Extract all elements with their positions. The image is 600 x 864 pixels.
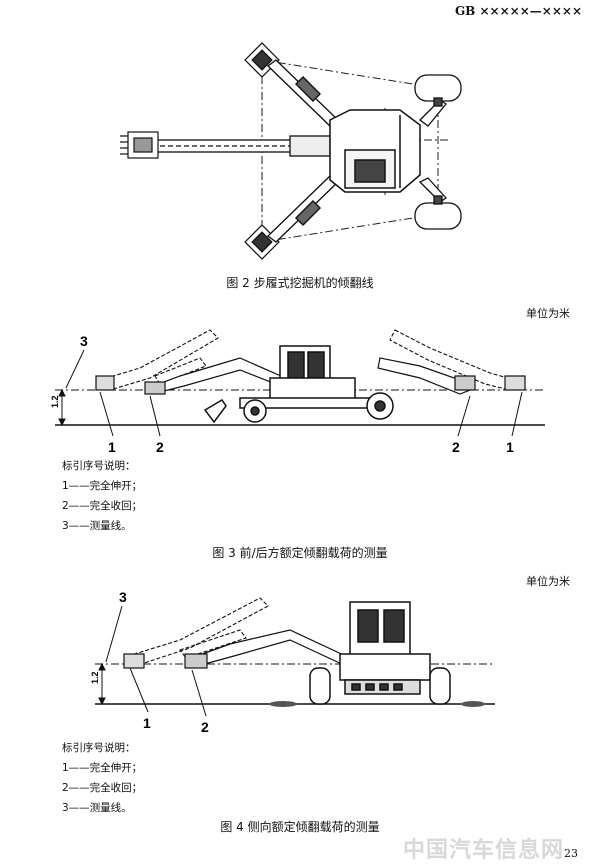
legend-item: 2——完全收回； bbox=[62, 500, 143, 512]
callout-2: 2 bbox=[201, 719, 209, 735]
page-number: 23 bbox=[564, 847, 578, 860]
figure-4-side-view: 1.2 3 1 2 bbox=[90, 589, 495, 735]
callout-1-right: 1 bbox=[506, 439, 514, 455]
callout-3: 3 bbox=[119, 589, 127, 605]
figure-2-caption: 图 2 步履式挖掘机的倾翻线 bbox=[226, 276, 374, 290]
callout-2-right: 2 bbox=[452, 439, 460, 455]
standard-number: GB ×××××—×××× bbox=[454, 4, 582, 18]
figure-2-top-view bbox=[120, 42, 462, 260]
legend-item: 2——完全收回； bbox=[62, 782, 143, 794]
callout-2-left: 2 bbox=[156, 439, 164, 455]
figure-3-caption: 图 3 前/后方额定倾翻载荷的测量 bbox=[212, 546, 388, 560]
figure-3-unit-note: 单位为米 bbox=[526, 307, 570, 320]
figure-4-unit-note: 单位为米 bbox=[526, 575, 570, 588]
watermark-logo: 中国汽车信息网 bbox=[402, 838, 564, 863]
legend-title: 标引序号说明： bbox=[62, 460, 136, 472]
figure-3-side-view: 1.2 3 1 2 2 bbox=[50, 329, 545, 455]
legend-item: 1——完全伸开； bbox=[62, 762, 143, 774]
legend-item: 1——完全伸开； bbox=[62, 480, 143, 492]
callout-3: 3 bbox=[80, 333, 88, 349]
figure-4-legend: 标引序号说明： 1——完全伸开； 2——完全收回； 3——测量线。 bbox=[62, 738, 142, 818]
figure-3-legend: 标引序号说明： 1——完全伸开； 2——完全收回； 3——测量线。 bbox=[62, 456, 142, 536]
height-label: 1.2 bbox=[90, 671, 100, 684]
callout-1: 1 bbox=[143, 715, 151, 731]
height-label: 1.2 bbox=[50, 395, 60, 408]
figure-4-caption: 图 4 侧向额定倾翻载荷的测量 bbox=[220, 820, 380, 834]
callout-1-left: 1 bbox=[108, 439, 116, 455]
legend-item: 3——测量线。 bbox=[62, 802, 132, 814]
legend-title: 标引序号说明： bbox=[62, 742, 136, 754]
legend-item: 3——测量线。 bbox=[62, 520, 132, 532]
